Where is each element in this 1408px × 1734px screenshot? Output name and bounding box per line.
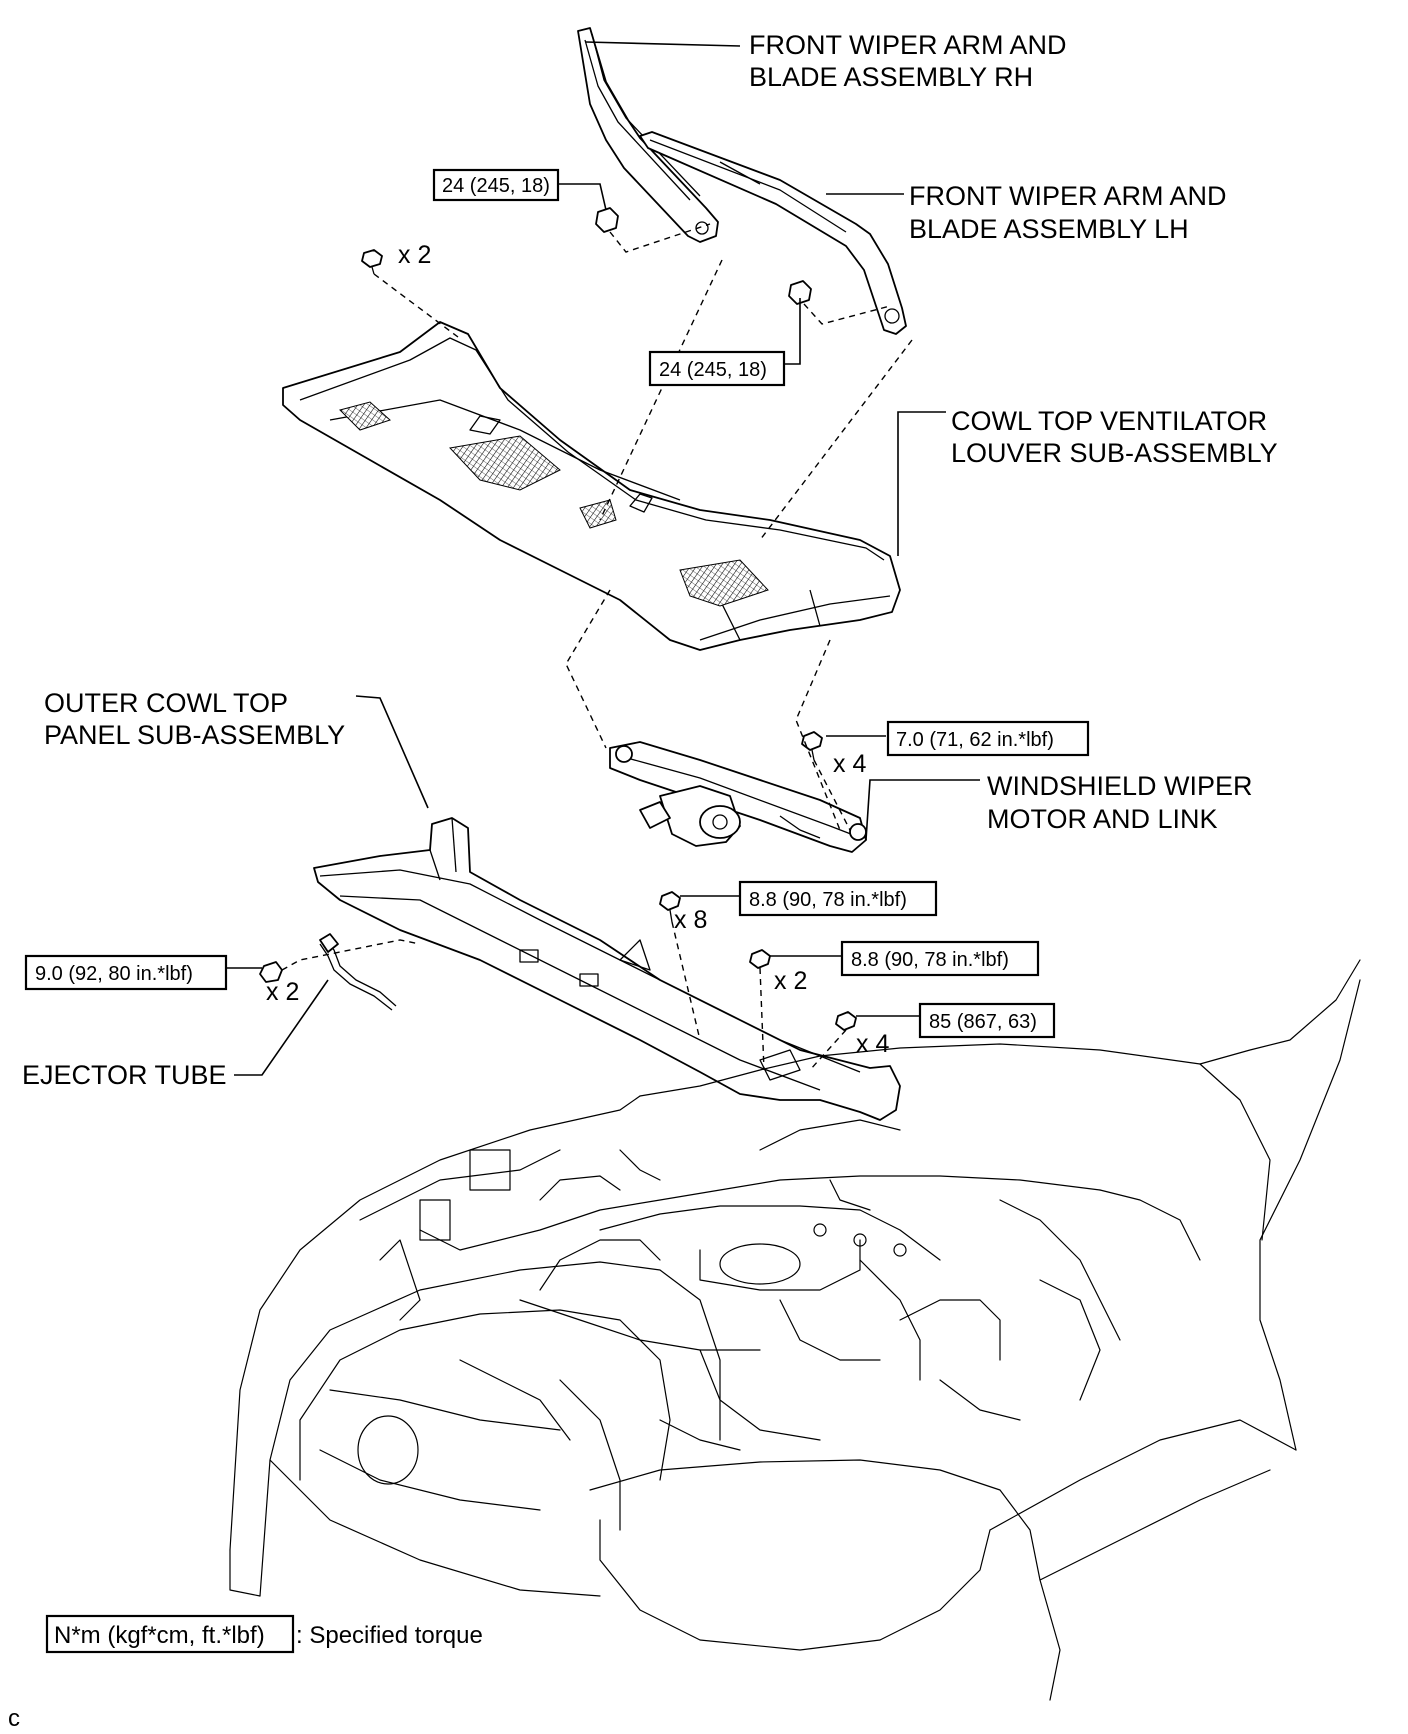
torque-cowl-nut: 8.8 (90, 78 in.*lbf) xyxy=(851,949,1009,971)
label-louver-line2: LOUVER SUB-ASSEMBLY xyxy=(951,438,1278,468)
torque-wiper-rh: 24 (245, 18) xyxy=(442,175,550,197)
ejector-clip xyxy=(259,961,283,983)
legend-description: : Specified torque xyxy=(296,1622,483,1649)
cowl-bolt xyxy=(659,891,681,923)
cowl-louver xyxy=(282,321,901,651)
label-wiper-rh-line2: BLADE ASSEMBLY RH xyxy=(749,62,1033,92)
motor-bolt xyxy=(801,731,823,761)
ejector-tube xyxy=(319,933,397,1011)
louver-clip xyxy=(361,249,383,275)
torque-box-wiper-lh: 24 (245, 18) xyxy=(648,350,786,387)
cowl-nut xyxy=(749,949,771,969)
label-wiper-rh-line1: FRONT WIPER ARM AND xyxy=(749,30,1067,60)
torque-wiper-lh: 24 (245, 18) xyxy=(659,359,767,381)
vehicle-engine-bay xyxy=(229,959,1361,1701)
torque-box-cowl-nut: 8.8 (90, 78 in.*lbf) xyxy=(840,940,1040,977)
qty-cowl-bracket: x 4 xyxy=(856,1030,889,1058)
label-outer-cowl-line2: PANEL SUB-ASSEMBLY xyxy=(44,720,345,750)
label-outer-cowl-line1: OUTER COWL TOP xyxy=(44,688,288,718)
label-wiper-lh-line2: BLADE ASSEMBLY LH xyxy=(909,214,1189,244)
torque-box-ejector: 9.0 (92, 80 in.*lbf) xyxy=(24,954,228,991)
torque-specs: 24 (245, 18) 24 (245, 18) 7.0 (71, 62 in… xyxy=(24,168,1090,1039)
wiper-arm-rh xyxy=(577,27,719,243)
outer-cowl-panel xyxy=(313,817,901,1121)
torque-ejector-clip: 9.0 (92, 80 in.*lbf) xyxy=(35,963,193,985)
wiper-motor-link xyxy=(609,741,867,853)
torque-box-cowl-bolt: 8.8 (90, 78 in.*lbf) xyxy=(738,880,938,917)
label-louver-line1: COWL TOP VENTILATOR xyxy=(951,406,1267,436)
qty-cowl-nut: x 2 xyxy=(774,967,807,995)
wiper-arm-lh xyxy=(639,131,907,335)
torque-box-cowl-bracket: 85 (867, 63) xyxy=(918,1002,1056,1039)
alignment-lines xyxy=(281,223,913,1071)
torque-cowl-bracket: 85 (867, 63) xyxy=(929,1011,1037,1033)
quantities: x 2 x 4 x 8 x 2 x 4 x 2 xyxy=(266,241,889,1058)
wiper-nut-rh xyxy=(595,207,619,233)
torque-cowl-bolt: 8.8 (90, 78 in.*lbf) xyxy=(749,889,907,911)
torque-box-wiper-rh: 24 (245, 18) xyxy=(432,168,560,202)
qty-louver-clip: x 2 xyxy=(398,241,431,269)
wiper-nut-lh xyxy=(788,280,812,305)
qty-ejector-clip: x 2 xyxy=(266,978,299,1006)
torque-legend: N*m (kgf*cm, ft.*lbf) : Specified torque xyxy=(45,1614,483,1654)
part-labels: FRONT WIPER ARM AND BLADE ASSEMBLY RH FR… xyxy=(22,30,1278,1090)
label-motor-line2: MOTOR AND LINK xyxy=(987,804,1218,834)
leader-lines xyxy=(226,41,980,1076)
label-motor-line1: WINDSHIELD WIPER xyxy=(987,771,1253,801)
torque-box-motor: 7.0 (71, 62 in.*lbf) xyxy=(886,720,1090,757)
qty-motor-bolt: x 4 xyxy=(833,750,866,778)
torque-motor-bolt: 7.0 (71, 62 in.*lbf) xyxy=(896,729,1054,751)
corner-mark: c xyxy=(8,1705,20,1732)
label-wiper-lh-line1: FRONT WIPER ARM AND xyxy=(909,181,1227,211)
cowl-bracket-nut xyxy=(835,1011,857,1031)
qty-cowl-bolt: x 8 xyxy=(674,906,707,934)
legend-unit: N*m (kgf*cm, ft.*lbf) xyxy=(54,1622,265,1649)
label-ejector-tube: EJECTOR TUBE xyxy=(22,1060,227,1090)
